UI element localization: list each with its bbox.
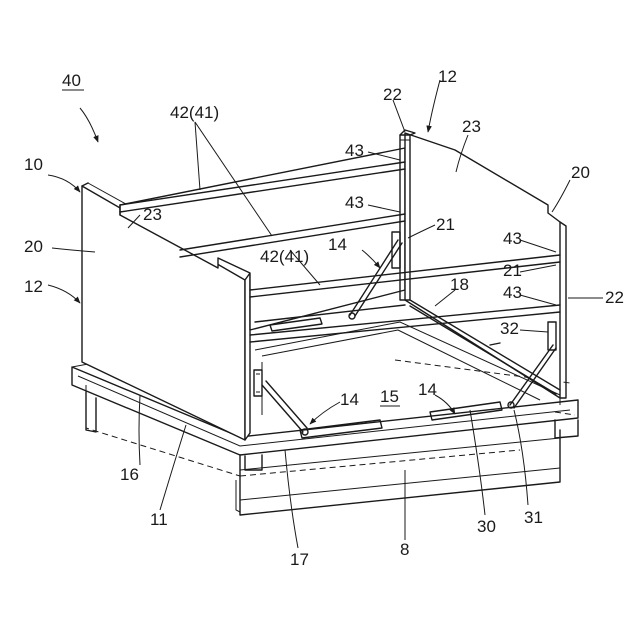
label-20-left: 20 <box>24 237 43 256</box>
label-40: 40 <box>62 71 81 90</box>
label-22-right: 22 <box>605 288 624 307</box>
label-23-right: 23 <box>462 117 481 136</box>
label-14-right: 14 <box>418 380 437 399</box>
label-42-41-mid: 42(41) <box>260 247 309 266</box>
label-30: 30 <box>477 517 496 536</box>
label-43-b: 43 <box>345 193 364 212</box>
label-42-41-top: 42(41) <box>170 103 219 122</box>
label-31: 31 <box>524 508 543 527</box>
label-17: 17 <box>290 550 309 569</box>
label-22-top: 22 <box>383 85 402 104</box>
label-8: 8 <box>400 540 409 559</box>
label-32: 32 <box>500 319 519 338</box>
label-14-left: 14 <box>340 390 359 409</box>
label-12-right: 12 <box>438 67 457 86</box>
label-12-left: 12 <box>24 277 43 296</box>
label-21-b: 21 <box>503 261 522 280</box>
label-14-back: 14 <box>328 235 347 254</box>
label-43-d: 43 <box>503 283 522 302</box>
label-10: 10 <box>24 155 43 174</box>
label-18: 18 <box>450 275 469 294</box>
label-11: 11 <box>150 510 168 529</box>
label-21-a: 21 <box>436 215 455 234</box>
label-16: 16 <box>120 465 139 484</box>
label-15: 15 <box>380 387 399 406</box>
label-20-right: 20 <box>571 163 590 182</box>
label-43-c: 43 <box>503 229 522 248</box>
label-43-a: 43 <box>345 141 364 160</box>
label-23-left: 23 <box>143 205 162 224</box>
